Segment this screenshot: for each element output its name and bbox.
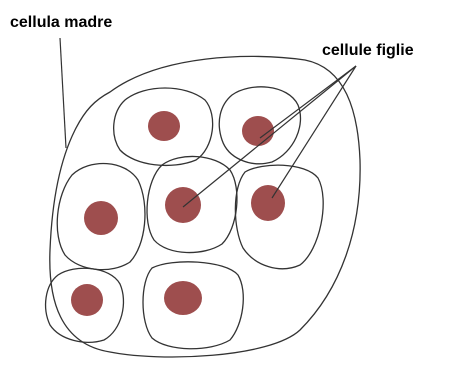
nucleus — [251, 185, 285, 221]
nucleus — [164, 281, 202, 315]
nucleus — [165, 187, 201, 223]
nucleus — [148, 111, 180, 141]
nucleus — [84, 201, 118, 235]
nucleus — [71, 284, 103, 316]
daughter-cells-leader-line — [272, 66, 356, 198]
daughter-cells-label: cellule figlie — [322, 43, 414, 59]
mother-cell-label: cellula madre — [10, 15, 112, 31]
daughter-cells-leader-line — [260, 66, 356, 138]
daughter-cell-outline — [235, 165, 323, 269]
mother-cell-leader-line — [60, 38, 66, 148]
